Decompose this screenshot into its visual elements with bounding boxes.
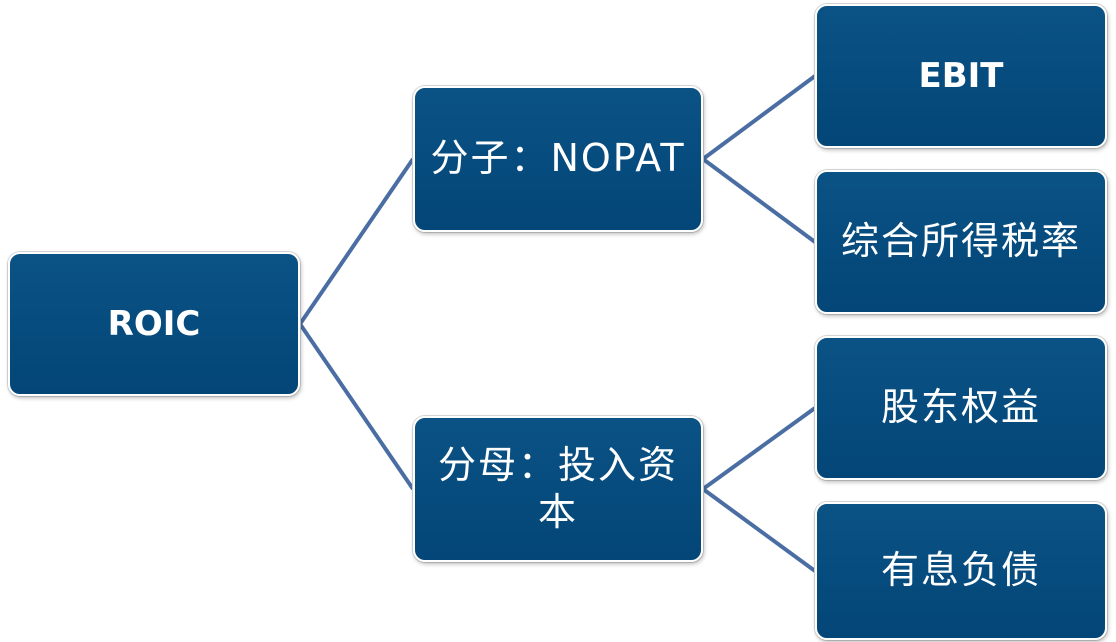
connector-roic-numerator bbox=[298, 157, 415, 326]
tax-rate-node: 综合所得税率 bbox=[815, 170, 1107, 314]
denominator-label: 分母：投入资本 bbox=[437, 442, 678, 535]
debt-label: 有息负债 bbox=[880, 548, 1041, 593]
roic-label: ROIC bbox=[107, 303, 201, 344]
denominator-node: 分母：投入资本 bbox=[413, 416, 703, 562]
equity-node: 股东权益 bbox=[815, 336, 1107, 480]
numerator-label: 分子：NOPAT bbox=[430, 136, 686, 181]
ebit-label: EBIT bbox=[918, 55, 1004, 96]
ebit-node: EBIT bbox=[815, 4, 1107, 148]
connector-roic-denominator bbox=[298, 322, 415, 491]
connector-denominator-debt bbox=[701, 487, 817, 573]
connector-numerator-ebit bbox=[701, 74, 817, 161]
equity-label: 股东权益 bbox=[880, 385, 1041, 430]
numerator-node: 分子：NOPAT bbox=[413, 86, 703, 232]
debt-node: 有息负债 bbox=[815, 502, 1107, 640]
connector-denominator-equity bbox=[701, 406, 817, 491]
connector-numerator-tax bbox=[701, 157, 817, 244]
roic-node: ROIC bbox=[8, 252, 300, 396]
tax-rate-label: 综合所得税率 bbox=[840, 219, 1081, 264]
